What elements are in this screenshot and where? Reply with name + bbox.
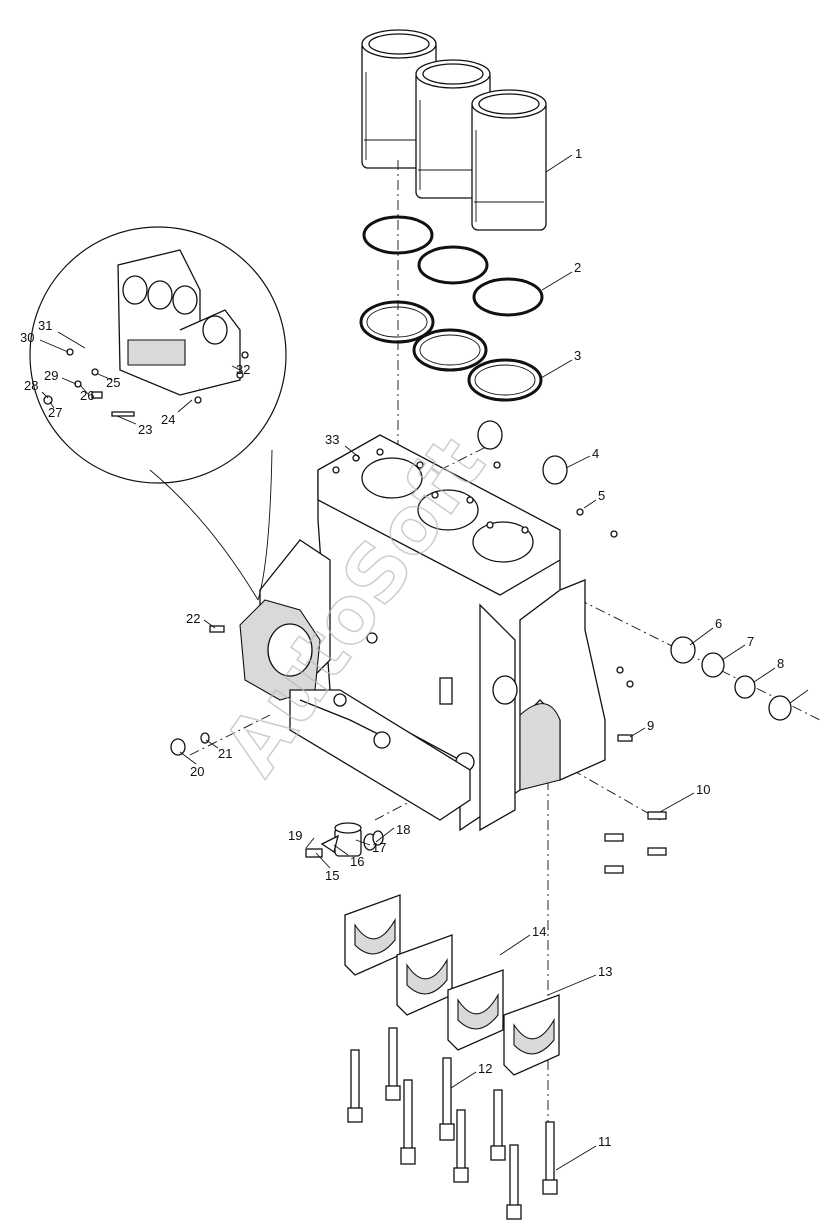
- callout-14: 14: [532, 924, 546, 939]
- cap-bolts: [347, 1027, 558, 1220]
- leader-lines: [39, 154, 809, 1171]
- callout-16: 16: [350, 854, 364, 869]
- callout-15: 15: [325, 868, 339, 883]
- cylinder-liner: [471, 89, 547, 231]
- fittings: [170, 732, 384, 858]
- callout-10: 10: [696, 782, 710, 797]
- o-rings: [362, 215, 544, 317]
- callout-2: 2: [574, 260, 581, 275]
- callout-31: 31: [38, 318, 52, 333]
- callout-6: 6: [715, 616, 722, 631]
- callout-33: 33: [325, 432, 339, 447]
- callout-7: 7: [747, 634, 754, 649]
- callout-17: 17: [372, 840, 386, 855]
- callout-8: 8: [777, 656, 784, 671]
- callout-23: 23: [138, 422, 152, 437]
- callout-9: 9: [647, 718, 654, 733]
- expansion-plugs: [477, 420, 568, 485]
- callout-1: 1: [575, 146, 582, 161]
- bearing-caps: [344, 894, 560, 1076]
- callout-28: 28: [24, 378, 38, 393]
- callout-24: 24: [161, 412, 175, 427]
- seal-rings: [359, 300, 543, 402]
- callout-21: 21: [218, 746, 232, 761]
- camshaft-bushings: [670, 636, 792, 721]
- callout-27: 27: [48, 405, 62, 420]
- small-pins: [493, 461, 634, 688]
- callout-3: 3: [574, 348, 581, 363]
- callout-labels: 1 2 3 4 5 6 7 8 9 10 11 12 13 14 15 16 1…: [20, 146, 784, 1149]
- callout-20: 20: [190, 764, 204, 779]
- callout-18: 18: [396, 822, 410, 837]
- bearing-cap: [503, 994, 560, 1076]
- studs: [209, 625, 667, 874]
- engine-block: [239, 434, 606, 832]
- bearing-cap: [344, 894, 401, 976]
- callout-19: 19: [288, 828, 302, 843]
- callout-11: 11: [598, 1134, 612, 1149]
- callout-26: 26: [80, 388, 94, 403]
- callout-29: 29: [44, 368, 58, 383]
- callout-22: 22: [186, 611, 200, 626]
- callout-12: 12: [478, 1061, 492, 1076]
- cylinder-liners: [361, 29, 547, 231]
- bearing-cap: [396, 934, 453, 1016]
- callout-32: 32: [236, 362, 250, 377]
- callout-4: 4: [592, 446, 599, 461]
- callout-30: 30: [20, 330, 34, 345]
- callout-5: 5: [598, 488, 605, 503]
- callout-13: 13: [598, 964, 612, 979]
- bearing-cap: [447, 969, 504, 1051]
- callout-25: 25: [106, 375, 120, 390]
- detail-inset: [29, 226, 287, 601]
